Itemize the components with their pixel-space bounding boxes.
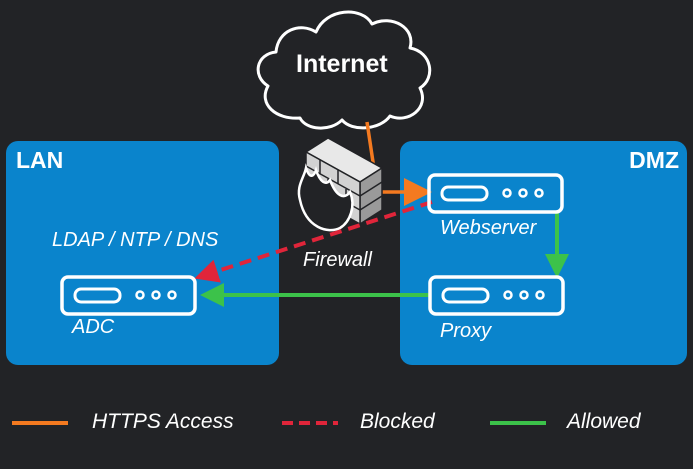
legend-allowed-label: Allowed: [567, 410, 641, 433]
firewall-label: Firewall: [303, 249, 372, 271]
lan-zone: LAN: [6, 141, 279, 365]
proxy-label: Proxy: [440, 320, 492, 342]
adc-label: ADC: [72, 316, 115, 338]
dmz-zone-title: DMZ: [629, 147, 679, 173]
dmz-zone: DMZ: [400, 141, 687, 365]
lan-zone-title: LAN: [16, 147, 64, 173]
webserver-label: Webserver: [440, 217, 537, 239]
blocked-path: [194, 200, 433, 283]
proxy-icon: [428, 275, 565, 316]
firewall-icon: [297, 137, 384, 232]
internet-label: Internet: [296, 50, 388, 78]
adc-icon: [60, 275, 197, 316]
legend-blocked-label: Blocked: [360, 410, 435, 433]
ldap-ntp-dns-label: LDAP / NTP / DNS: [52, 229, 219, 251]
legend-https-label: HTTPS Access: [92, 410, 234, 433]
internet-cloud-icon: [256, 10, 432, 130]
webserver-icon: [427, 173, 564, 214]
